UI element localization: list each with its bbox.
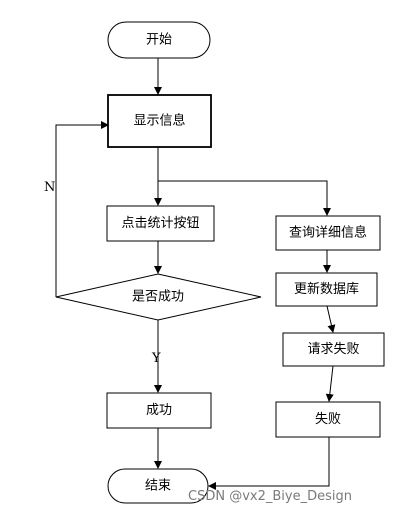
- node-query-details: 查询详细信息: [275, 215, 381, 251]
- node-start: 开始: [107, 21, 211, 59]
- node-success: 成功: [106, 392, 212, 429]
- edge-label-no: N: [44, 180, 55, 195]
- edge-success-check-no-loop: [55, 121, 109, 297]
- node-request-failed: 请求失败: [282, 332, 385, 367]
- node-success-check: 是否成功: [55, 273, 262, 321]
- node-click-stats-button: 点击统计按钮: [106, 205, 215, 242]
- edge-failed-to-end: [208, 437, 330, 490]
- node-success-label: 成功: [146, 403, 172, 418]
- edge-update-db-to-request-failed: [326, 305, 336, 333]
- node-failed: 失败: [275, 401, 381, 438]
- node-click-stats-button-label: 点击统计按钮: [121, 216, 199, 231]
- node-query-details-label: 查询详细信息: [289, 225, 367, 241]
- edge-label-yes: Y: [151, 351, 161, 366]
- node-end: 结束: [107, 468, 209, 504]
- node-success-check-label: 是否成功: [132, 290, 184, 305]
- node-update-database-label: 更新数据库: [294, 281, 359, 297]
- node-request-failed-label: 请求失败: [307, 342, 359, 357]
- node-end-label: 结束: [145, 479, 171, 494]
- node-update-database: 更新数据库: [275, 272, 378, 307]
- edge-show-info-to-query-details: [158, 180, 331, 216]
- node-failed-label: 失败: [315, 412, 341, 427]
- watermark: CSDN @vx2_Biye_Design: [188, 489, 352, 504]
- node-show-info: 显示信息: [107, 94, 212, 148]
- node-start-label: 开始: [146, 33, 172, 48]
- edge-request-failed-to-failed: [325, 365, 334, 402]
- node-show-info-label: 显示信息: [133, 113, 185, 129]
- edges: [55, 58, 336, 490]
